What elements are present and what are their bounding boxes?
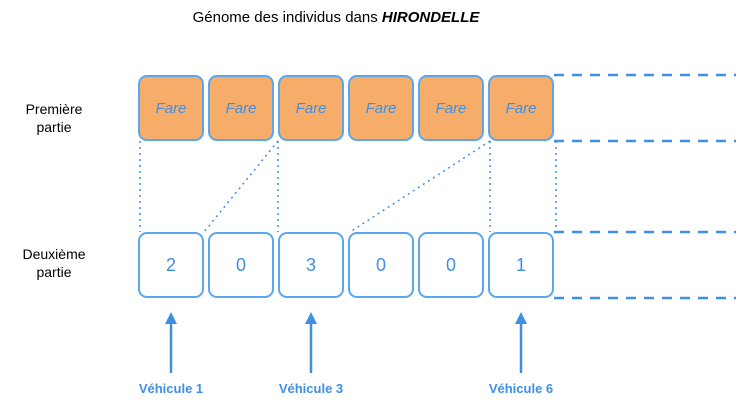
- vehicle-label: Véhicule 3: [278, 381, 344, 396]
- first-part-label-line-1: Première: [25, 101, 83, 117]
- vehicle-label: Véhicule 1: [138, 381, 204, 396]
- second-part-label-line-1: Deuxième: [22, 246, 86, 262]
- first-part-gene: Fare: [208, 75, 274, 141]
- first-part-gene: Fare: [488, 75, 554, 141]
- second-part-gene: 0: [418, 232, 484, 298]
- first-part-label: Première partie: [0, 100, 108, 136]
- second-part-label-line-2: partie: [36, 264, 72, 280]
- second-part-gene: 0: [348, 232, 414, 298]
- title-prefix: Génome des individus dans: [192, 9, 382, 26]
- title-emphasis: HIRONDELLE: [381, 9, 480, 26]
- vehicle-arrow-head: [515, 312, 527, 324]
- vehicle-label: Véhicule 6: [488, 381, 554, 396]
- second-part-gene: 2: [138, 232, 204, 298]
- vehicle-arrow-head: [305, 312, 317, 324]
- second-part-gene: 3: [278, 232, 344, 298]
- second-part-gene: 1: [488, 232, 554, 298]
- second-part-label: Deuxième partie: [0, 245, 108, 281]
- first-part-gene: Fare: [278, 75, 344, 141]
- group-link-dotted: [203, 140, 279, 233]
- first-part-gene: Fare: [348, 75, 414, 141]
- vehicle-arrow-head: [165, 312, 177, 324]
- group-link-dotted: [349, 140, 491, 233]
- first-part-label-line-2: partie: [36, 119, 72, 135]
- first-part-gene: Fare: [138, 75, 204, 141]
- diagram-title: Génome des individus dans HIRONDELLE: [0, 9, 672, 26]
- first-part-gene: Fare: [418, 75, 484, 141]
- second-part-gene: 0: [208, 232, 274, 298]
